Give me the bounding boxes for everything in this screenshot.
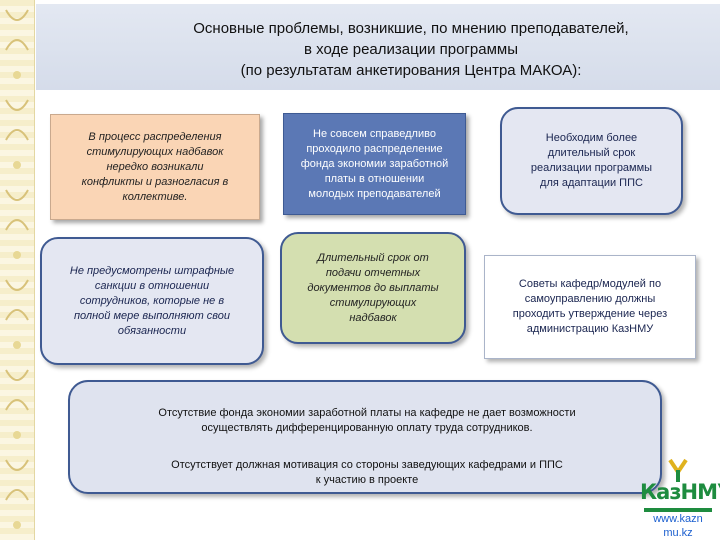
problem-box-penalties: Не предусмотрены штрафные санкции в отно… [40,237,264,365]
ornament-border [0,0,35,540]
problem-box-conflicts: В процесс распределения стимулирующих на… [50,114,260,220]
title-band: Основные проблемы, возникшие, по мнению … [36,4,720,90]
summary-text-motivation: Отсутствует должная мотивация со стороны… [171,459,563,486]
problem-box-fund-distribution: Не совсем справедливо проходило распреде… [283,113,466,215]
slide-title: Основные проблемы, возникшие, по мнению … [193,20,629,79]
logo-underline [644,508,712,512]
problem-box-payment-delay: Длительный срок от подачи отчетных докум… [280,232,466,344]
logo-text: КазНМУ [640,480,720,504]
summary-text-fund: Отсутствие фонда экономии заработной пла… [158,407,576,434]
problem-box-councils-approval: Советы кафедр/модулей по самоуправлению … [484,255,696,359]
kaznmu-logo-icon: КазНМУ [640,458,720,520]
logo-emblem-icon [668,458,688,482]
site-link[interactable]: www.kazn mu.kz [653,513,703,539]
summary-box: Отсутствие фонда экономии заработной пла… [68,380,662,494]
ornament-pattern-icon [5,9,29,529]
problem-box-adaptation-term: Необходим более длительный срок реализац… [500,107,683,215]
